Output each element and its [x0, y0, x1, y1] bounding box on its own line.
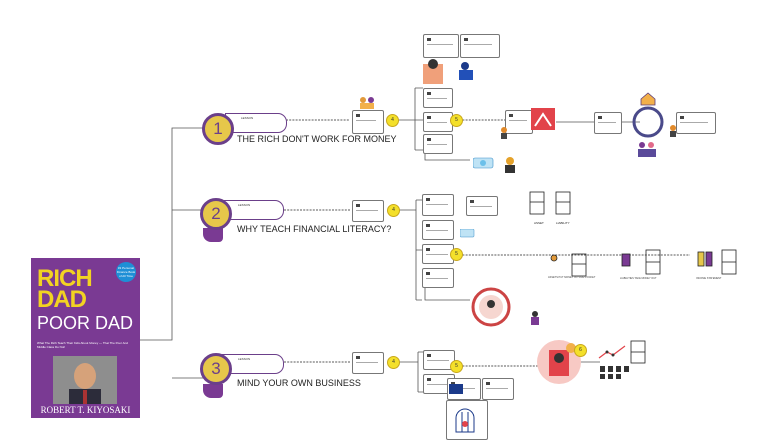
statement-sketch-icon	[548, 252, 596, 285]
lesson-3-tail	[203, 384, 223, 398]
note-card	[446, 400, 488, 440]
statement-sketch-icon	[630, 340, 646, 369]
work-illustration-icon	[531, 108, 555, 135]
note-card	[423, 88, 453, 108]
lesson-2-tail	[203, 228, 223, 242]
person-icon	[528, 310, 542, 331]
note-card	[423, 34, 459, 58]
statement-sketch-icon	[620, 248, 668, 283]
marker-dot: 5	[450, 360, 463, 373]
income-sources-icon	[598, 364, 632, 385]
trunk-connector	[140, 127, 205, 379]
people-icon	[358, 96, 376, 115]
note-card	[460, 34, 500, 58]
note-card	[505, 110, 533, 134]
note-card	[352, 110, 384, 134]
cash-icon	[472, 156, 495, 175]
note-card	[352, 200, 384, 222]
note-card	[482, 378, 514, 400]
coin-person-icon	[499, 126, 509, 144]
hamster-wheel-icon	[470, 286, 512, 333]
note-card	[423, 134, 453, 154]
family-icon	[636, 140, 658, 163]
money-icon	[459, 226, 476, 244]
note-card	[466, 196, 498, 216]
note-card	[422, 268, 454, 288]
coin-person-icon	[668, 124, 678, 142]
asset-label: ASSET	[534, 221, 544, 225]
caption-liabilities: LIABILITIES TAKE MONEY OUT	[620, 277, 657, 280]
birdcage-icon	[454, 408, 476, 439]
person-icon	[500, 156, 520, 179]
marker-dot: 4	[386, 114, 399, 127]
lesson-2-number-badge: 2	[200, 198, 232, 230]
note-card	[352, 352, 384, 374]
business-owner-illustration-icon	[535, 340, 583, 391]
book-cover: #1 Personal Finance Book of All Time RIC…	[31, 258, 140, 418]
business-icon	[449, 381, 463, 399]
note-card	[422, 194, 454, 216]
caption-income-statement: INCOME STATEMENT	[696, 277, 722, 280]
lesson-1-number-badge: 1	[202, 113, 234, 145]
note-card	[422, 220, 454, 240]
lesson-1-pill: LESSON	[225, 113, 287, 133]
marker-dot: 4	[387, 356, 400, 369]
marker-dot: 5	[450, 114, 463, 127]
book-tagline: What The Rich Teach Their Kids About Mon…	[37, 341, 128, 349]
lesson-3-number-badge: 3	[200, 353, 232, 385]
lesson-1-title: THE RICH DON'T WORK FOR MONEY	[237, 134, 397, 144]
statement-sketch-icon	[696, 248, 744, 283]
note-card	[447, 378, 481, 400]
author-photo	[53, 356, 117, 404]
asset-sketch-icon	[528, 190, 576, 223]
book-author: ROBERT T. KIYOSAKI	[40, 405, 131, 415]
caption-assets: ASSETS PUT MONEY IN YOUR POCKET	[548, 276, 596, 279]
growth-chart-icon	[597, 344, 627, 365]
marker-dot: 5	[450, 248, 463, 261]
marker-dot: 4	[387, 204, 400, 217]
liability-label: LIABILITY	[556, 221, 570, 225]
bestseller-badge: #1 Personal Finance Book of All Time	[116, 262, 136, 282]
lesson-2-title: WHY TEACH FINANCIAL LITERACY?	[237, 224, 392, 234]
lesson-2-pill: LESSON	[222, 200, 284, 220]
lesson-3-title: MIND YOUR OWN BUSINESS	[237, 378, 361, 388]
note-card	[423, 112, 453, 132]
marker-dot: 6	[574, 344, 587, 357]
house-icon	[640, 92, 656, 111]
note-card	[676, 112, 716, 134]
note-card	[594, 112, 622, 134]
worker-illustration-icon	[423, 58, 483, 91]
book-title-poor-dad: POOR DAD	[37, 313, 134, 333]
